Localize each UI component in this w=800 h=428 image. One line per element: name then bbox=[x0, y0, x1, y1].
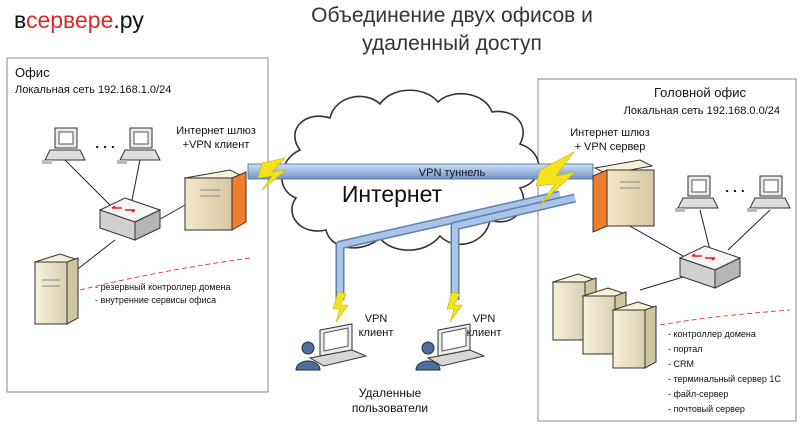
office-service-item: - внутренние сервисы офиса bbox=[95, 295, 216, 305]
lightning-icon bbox=[446, 291, 463, 323]
office-subnet: Локальная сеть 192.168.1.0/24 bbox=[15, 84, 171, 96]
office-service-item: - резервный контроллер домена bbox=[95, 282, 230, 292]
vpn-tunnel-label: VPN туннель bbox=[419, 167, 486, 179]
head-gateway-label-line2: + VPN сервер bbox=[575, 141, 646, 153]
remote-users-caption-line2: пользователи bbox=[352, 401, 428, 415]
head-office-service-item: - файл-сервер bbox=[668, 389, 728, 399]
gateway-server-icon bbox=[592, 159, 655, 233]
remote-tunnels bbox=[335, 190, 577, 300]
office-frame bbox=[6, 57, 269, 393]
head-office-service-item: - почтовый сервер bbox=[668, 404, 745, 414]
network-switch-icon bbox=[98, 197, 162, 241]
remote-laptop-icon bbox=[426, 323, 486, 367]
site-logo[interactable]: всервере.ру bbox=[14, 7, 144, 33]
head-office-services-callout bbox=[659, 309, 791, 326]
lightning-icon bbox=[257, 157, 288, 191]
workstation-icon bbox=[675, 175, 719, 212]
head-office-title: Головной офис bbox=[654, 85, 746, 100]
lightning-icon bbox=[332, 291, 349, 323]
head-office-lan-links bbox=[627, 209, 771, 291]
user-avatar-icon bbox=[295, 341, 321, 371]
head-office-service-item: - CRM bbox=[668, 359, 694, 369]
remote-client1-label-line1: VPN bbox=[365, 313, 388, 325]
workstation-icon bbox=[747, 175, 791, 212]
remote-client2-label-line1: VPN bbox=[473, 313, 496, 325]
head-office-subnet: Локальная сеть 192.168.0.0/24 bbox=[624, 105, 780, 117]
head-office-frame bbox=[537, 78, 797, 422]
workstation-icon bbox=[117, 127, 161, 164]
diagram-title-line1: Объединение двух офисов и bbox=[311, 4, 593, 27]
office-gateway-label-line1: Интернет шлюз bbox=[176, 125, 256, 137]
office-services-callout bbox=[79, 257, 251, 291]
remote-laptop-icon bbox=[308, 323, 368, 367]
head-office-service-item: - контроллер домена bbox=[668, 329, 756, 339]
diagram-title-line2: удаленный доступ bbox=[362, 32, 542, 55]
remote-users-caption-line1: Удаленные bbox=[359, 386, 422, 400]
internet-label: Интернет bbox=[342, 181, 443, 207]
network-switch-icon bbox=[678, 245, 742, 289]
remote-client2-label-line2: клиент bbox=[467, 327, 502, 339]
user-avatar-icon bbox=[415, 341, 441, 371]
lightning-icon bbox=[535, 151, 576, 206]
head-office-service-item: - терминальный сервер 1С bbox=[668, 374, 781, 384]
office-server-icon bbox=[33, 253, 80, 325]
office-gateway-label-line2: +VPN клиент bbox=[183, 139, 250, 151]
gateway-server-icon bbox=[183, 169, 247, 231]
head-office-service-item: - портал bbox=[668, 344, 702, 354]
server-rack-icon bbox=[551, 273, 658, 369]
vpn-tunnel: VPN туннель bbox=[247, 163, 594, 180]
office-title: Офис bbox=[15, 65, 50, 80]
head-gateway-label-line1: Интернет шлюз bbox=[570, 127, 650, 139]
workstation-icon bbox=[42, 127, 86, 164]
head-office-more-dots: . . . bbox=[725, 179, 744, 195]
remote-client1-label-line2: клиент bbox=[359, 327, 394, 339]
office-more-dots: . . . bbox=[95, 135, 114, 151]
